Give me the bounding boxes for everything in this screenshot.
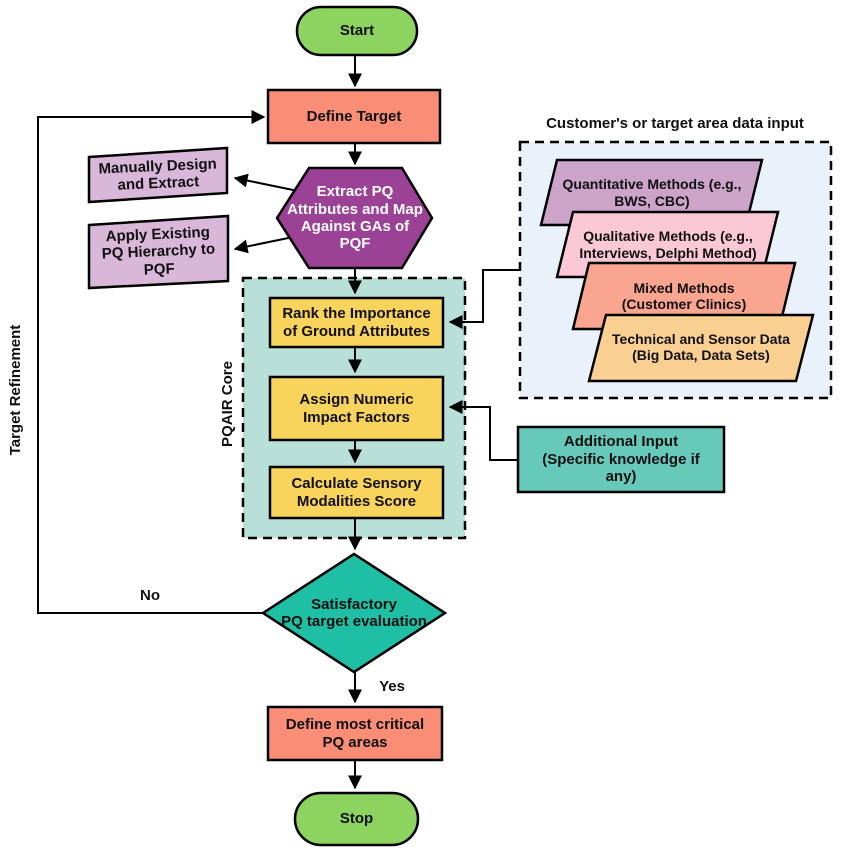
apply-existing-node-shape: [87, 214, 230, 290]
calculate-sensory-node-shape: [268, 465, 445, 520]
edge-decision-no-feedback: [37, 110, 266, 614]
technical-parallelogram-shape: [587, 313, 815, 383]
edge-extract-to-manually-design: [233, 173, 299, 192]
additional-input-node-shape: [516, 425, 726, 494]
edge-extract-to-apply-existing: [233, 235, 299, 254]
edge-input-group-to-rank: [448, 269, 520, 329]
define-critical-node-shape: [266, 705, 444, 762]
extract-pq-hexagon-shape: [275, 166, 434, 270]
start-node-shape: [295, 5, 419, 57]
stop-node-shape: [293, 791, 420, 847]
manually-design-node-shape: [87, 146, 229, 204]
define-target-node-shape: [266, 88, 442, 145]
edge-additional-input-to-assign: [448, 400, 518, 461]
decision-diamond-shape: [260, 552, 448, 674]
assign-numeric-node-shape: [268, 375, 445, 442]
rank-importance-node-shape: [268, 296, 445, 349]
